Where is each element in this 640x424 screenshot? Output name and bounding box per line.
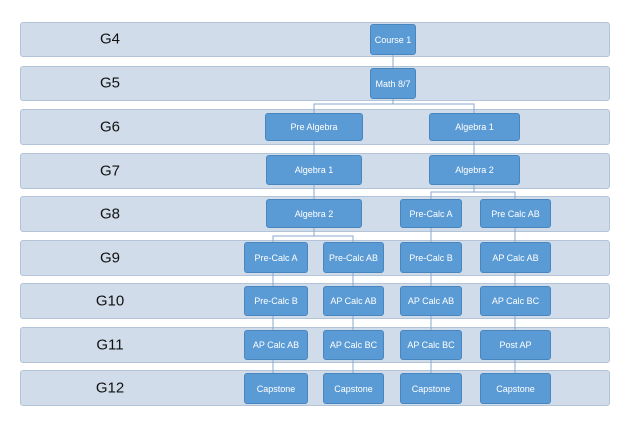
node-algebra-1-g7: Algebra 1 [266,155,362,185]
grade-label-g7: G7 [99,162,120,180]
grade-label-g10: G10 [95,292,125,310]
node-algebra-1-g6: Algebra 1 [429,113,520,141]
node-pre-algebra: Pre Algebra [265,113,363,141]
grade-label-g11: G11 [96,336,124,354]
node-ap-calc-bc-g11-1: AP Calc BC [323,330,384,360]
node-ap-calc-bc-g11-2: AP Calc BC [400,330,462,360]
band-g4 [20,22,610,57]
node-algebra-2-g7: Algebra 2 [429,155,520,185]
node-ap-calc-ab-g11: AP Calc AB [244,330,308,360]
grade-label-g5: G5 [99,74,120,92]
node-math-8-7: Math 8/7 [370,68,416,99]
node-ap-calc-ab-g10-2: AP Calc AB [400,286,462,316]
node-pre-calc-ab-g9: Pre-Calc AB [323,242,384,273]
node-pre-calc-a-g9: Pre-Calc A [244,242,308,273]
grade-label-g8: G8 [99,205,120,223]
grade-label-g4: G4 [99,30,120,48]
node-pre-calc-b-g10: Pre-Calc B [244,286,308,316]
node-pre-calc-ab-g8: Pre Calc AB [480,199,551,228]
node-ap-calc-bc-g10: AP Calc BC [480,286,551,316]
grade-label-g12: G12 [95,379,125,397]
band-g5 [20,66,610,101]
grade-label-g6: G6 [99,118,120,136]
node-pre-calc-a-g8: Pre-Calc A [400,199,462,228]
node-course-1: Course 1 [370,24,416,55]
grade-label-g9: G9 [99,249,120,267]
node-capstone-1: Capstone [244,373,308,404]
node-capstone-2: Capstone [323,373,384,404]
node-pre-calc-b-g9: Pre-Calc B [400,242,462,273]
node-ap-calc-ab-g9: AP Calc AB [480,242,551,273]
node-capstone-3: Capstone [400,373,462,404]
node-capstone-4: Capstone [480,373,551,404]
node-ap-calc-ab-g10-1: AP Calc AB [323,286,384,316]
node-algebra-2-g8: Algebra 2 [266,199,362,228]
node-post-ap-g11: Post AP [480,330,551,360]
